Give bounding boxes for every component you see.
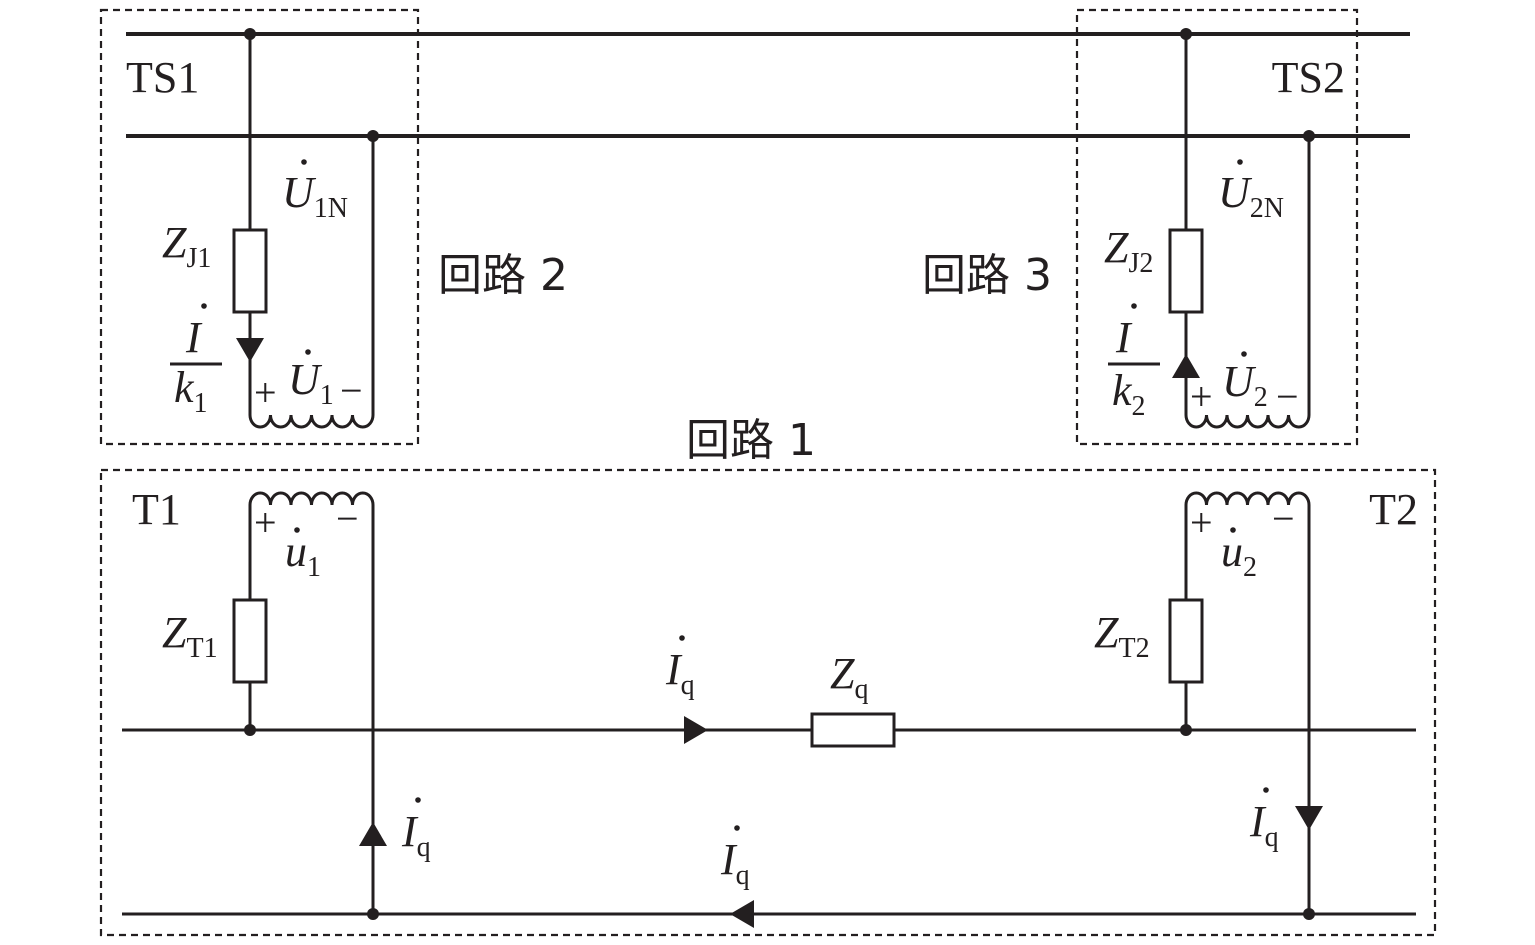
t2-winding xyxy=(1184,491,1311,506)
middle-right-arrow xyxy=(684,716,708,744)
t2-down-arrow xyxy=(1295,806,1323,830)
zq-label: Zq xyxy=(830,649,868,705)
iq-t2-dot xyxy=(1263,787,1269,793)
ts2-label: TS2 xyxy=(1272,53,1345,102)
u2-minus: − xyxy=(1276,374,1299,419)
ts1-label: TS1 xyxy=(126,53,199,102)
ts1-bus-junction xyxy=(367,130,379,142)
ts2-winding xyxy=(1184,414,1311,429)
u2-label: U2 xyxy=(1222,357,1268,413)
loop1-label: 回路 1 xyxy=(686,415,816,466)
ts2-top-junction xyxy=(1180,28,1192,40)
t1-label: T1 xyxy=(132,485,181,534)
ts2-box xyxy=(1075,8,1359,446)
u1-plus: + xyxy=(254,370,277,415)
t1-bottom-junction xyxy=(367,908,379,920)
bottom-left-arrow xyxy=(730,900,754,928)
frac2-denominator: k2 xyxy=(1112,366,1146,422)
iq-middle-dot xyxy=(679,635,685,641)
t2-label: T2 xyxy=(1369,485,1418,534)
frac1-denominator: k1 xyxy=(174,363,208,419)
u1-label: U1 xyxy=(288,355,334,411)
iq-t1-label: Iq xyxy=(401,807,431,863)
ts2-current-arrow xyxy=(1172,354,1200,378)
ts1-box xyxy=(99,8,420,446)
lu1-plus: + xyxy=(254,500,277,545)
zj1-resistor xyxy=(232,228,268,314)
lu2-label: u2 xyxy=(1221,527,1257,583)
u1-dot xyxy=(305,349,311,355)
iq-middle-label: Iq xyxy=(665,645,695,701)
t2-middle-junction xyxy=(1180,724,1192,736)
zj2-resistor xyxy=(1168,228,1204,314)
zj1-label: ZJ1 xyxy=(162,218,211,274)
lu1-dot xyxy=(294,527,300,533)
iq-bottom-label: Iq xyxy=(720,835,750,891)
lu2-dot xyxy=(1230,527,1236,533)
iq-bottom-dot xyxy=(734,825,740,831)
frac2-numerator: I xyxy=(1115,313,1133,362)
zt2-resistor xyxy=(1168,598,1204,684)
t1-winding xyxy=(248,491,375,506)
ts1-current-arrow xyxy=(236,338,264,362)
ts1-winding xyxy=(248,414,375,429)
zt2-label: ZT2 xyxy=(1094,608,1150,664)
u2-dot xyxy=(1241,351,1247,357)
iq-t1-dot xyxy=(415,797,421,803)
ts2-bus-junction xyxy=(1303,130,1315,142)
t1-middle-junction xyxy=(244,724,256,736)
ts1-top-junction xyxy=(244,28,256,40)
t2-bottom-junction xyxy=(1303,908,1315,920)
loop3-label: 回路 3 xyxy=(922,250,1052,301)
loop2-label: 回路 2 xyxy=(438,250,568,301)
frac2-dot xyxy=(1131,303,1137,309)
zt1-resistor xyxy=(232,598,268,684)
u1-minus: − xyxy=(340,368,363,413)
u2n-label: U2N xyxy=(1218,168,1284,224)
u2n-dot xyxy=(1237,159,1243,165)
u2-plus: + xyxy=(1190,374,1213,419)
u1n-label: U1N xyxy=(282,168,348,224)
frac1-dot xyxy=(201,303,207,309)
lu2-minus: − xyxy=(1272,496,1295,541)
zq-resistor xyxy=(810,712,896,748)
lu1-minus: − xyxy=(336,496,359,541)
frac1-numerator: I xyxy=(185,313,203,362)
u1n-dot xyxy=(301,159,307,165)
zj2-label: ZJ2 xyxy=(1104,223,1153,279)
t1-up-arrow xyxy=(359,822,387,846)
lu1-label: u1 xyxy=(285,527,321,583)
iq-t2-label: Iq xyxy=(1249,797,1279,853)
loop1-box xyxy=(99,468,1437,937)
zt1-label: ZT1 xyxy=(162,608,218,664)
lu2-plus: + xyxy=(1190,500,1213,545)
